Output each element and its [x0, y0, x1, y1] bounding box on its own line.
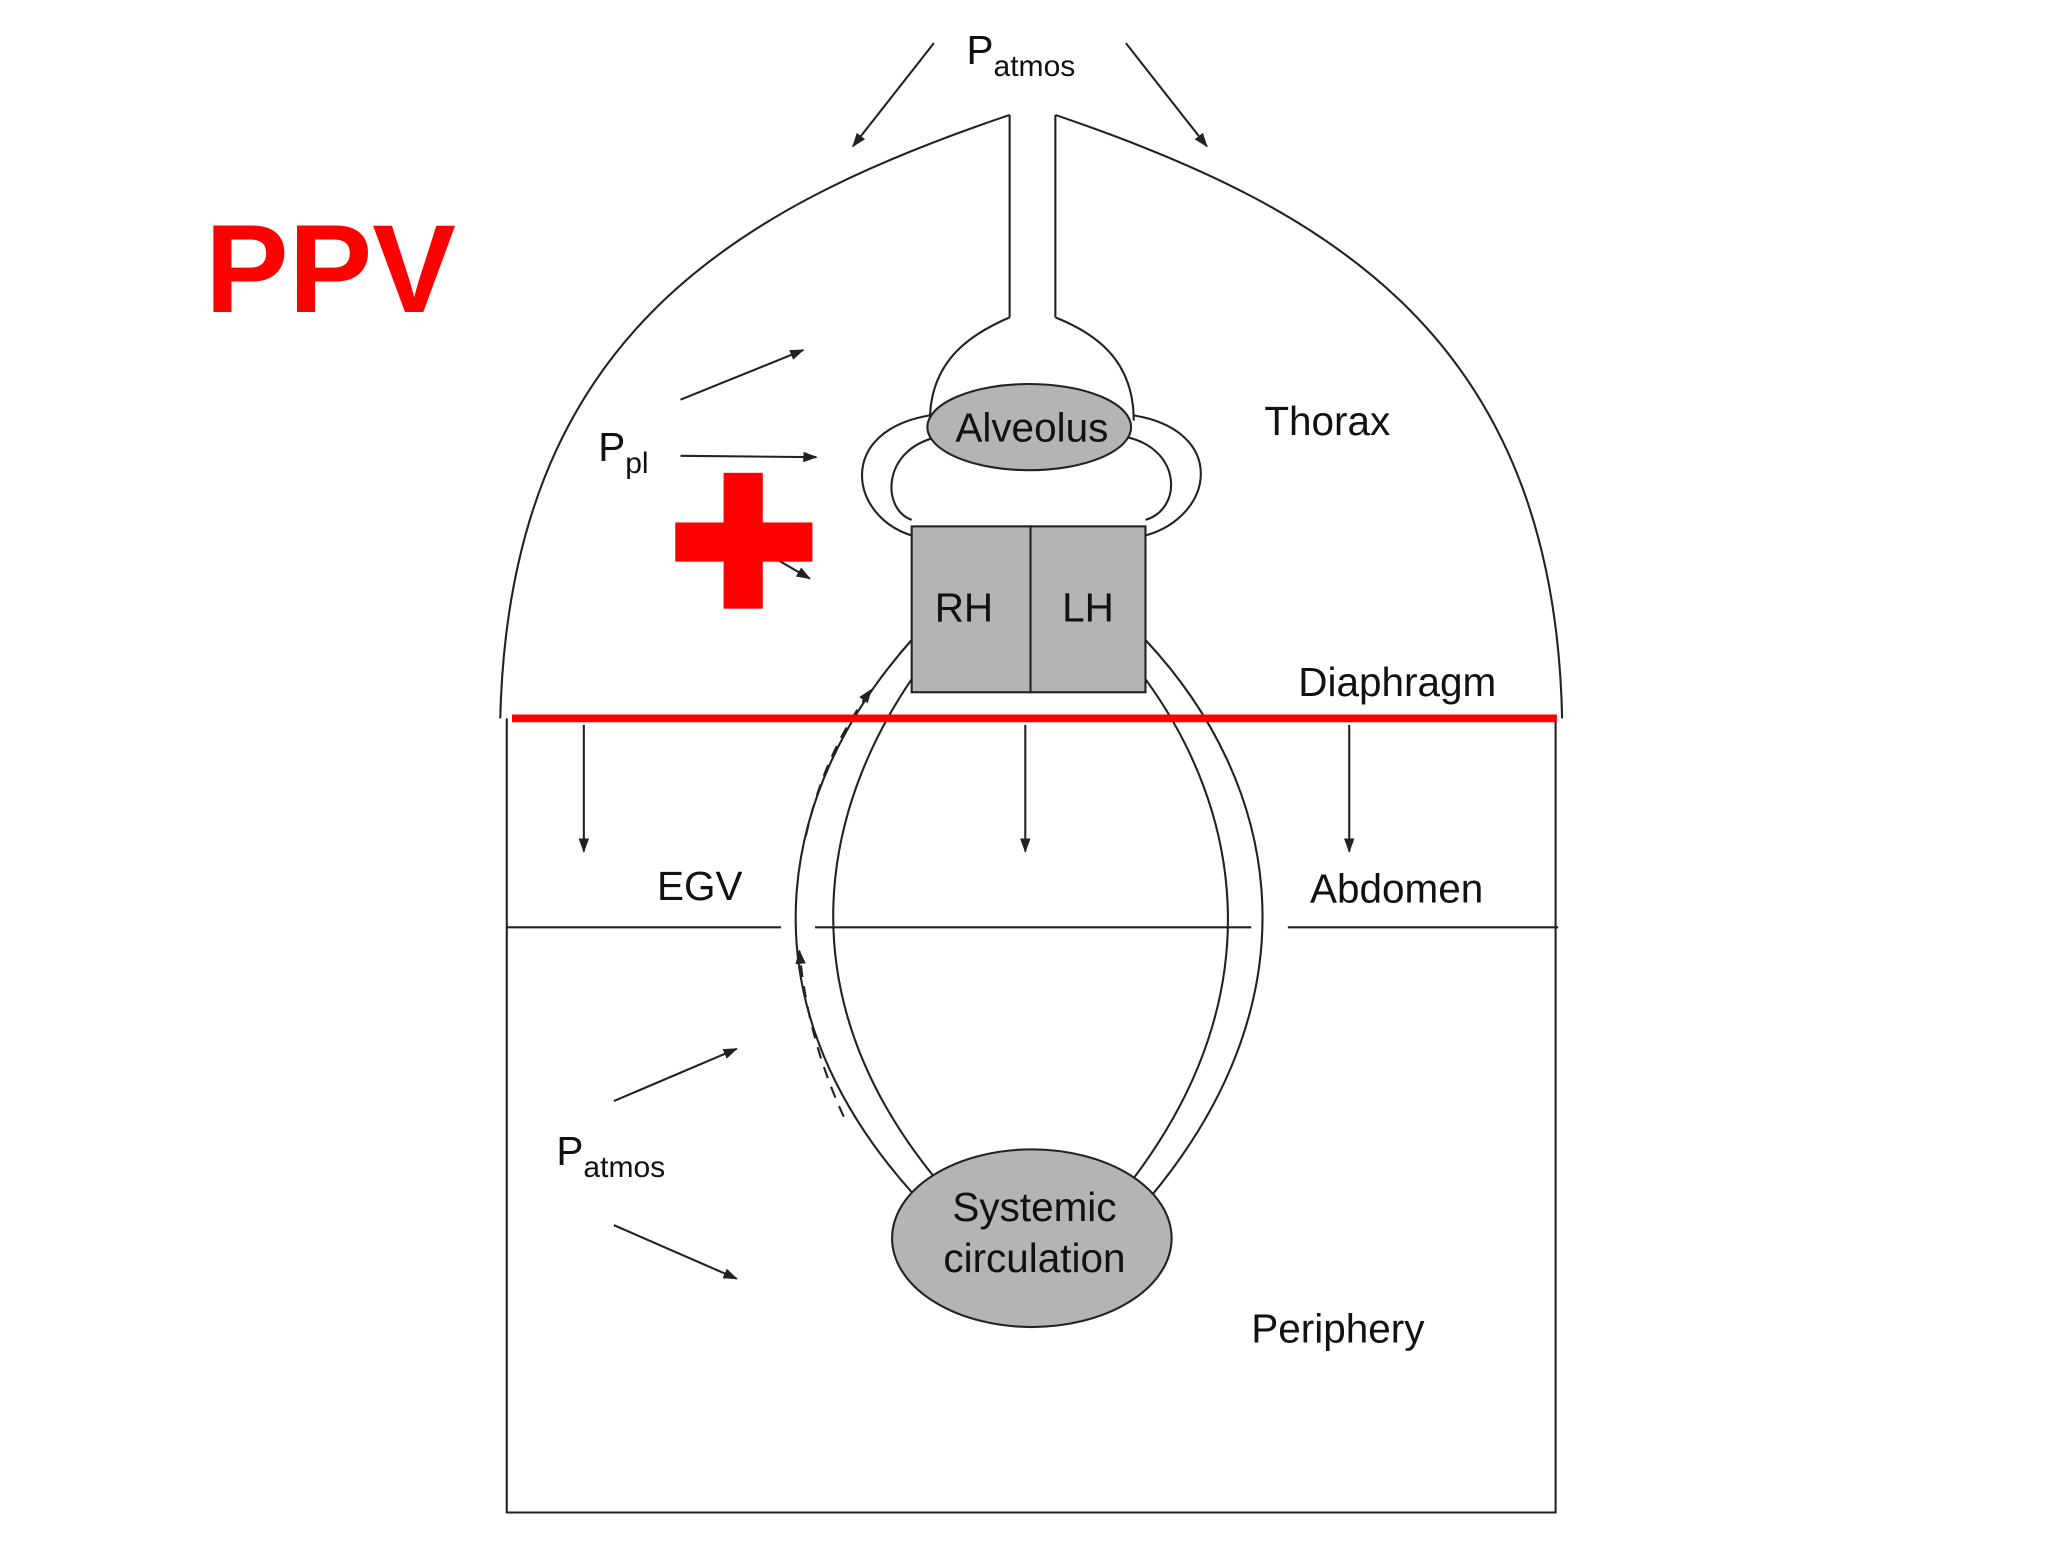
alveolus: Alveolus [926, 382, 1133, 472]
systemic-label-line1: Systemic [952, 1184, 1116, 1230]
venous-flow-arrows [795, 688, 873, 1118]
patmos-top-arrow-left [852, 42, 935, 148]
thorax-label: Thorax [1264, 398, 1390, 444]
arterial-outer [1144, 639, 1264, 1196]
compartment-boxes [505, 718, 1559, 1514]
pulmonary-circuit [860, 414, 1202, 537]
diaphragm-label: Diaphragm [1298, 659, 1496, 705]
patmos-bottom-arrow-1 [613, 1047, 738, 1103]
rh-label: RH [935, 585, 993, 631]
thorax-outline [499, 113, 1564, 719]
flow-arrow-upper [804, 688, 873, 837]
airway-bulb [928, 316, 1135, 421]
systemic-label-line2: circulation [943, 1235, 1125, 1281]
patmos-bottom-label: Patmos [556, 1128, 665, 1184]
patmos-top-arrow-right [1125, 42, 1208, 148]
venous-return-outer [794, 639, 916, 1196]
systemic-circuit [794, 639, 1264, 1196]
ppl-label: Ppl [598, 424, 648, 480]
abdomen-box [505, 718, 1557, 1514]
left-heart [1029, 525, 1147, 694]
flow-arrow-lower [795, 949, 845, 1118]
egv-label: EGV [657, 863, 742, 909]
patmos-top-label: Patmos [967, 27, 1076, 83]
ppl-arrow-2 [680, 451, 818, 463]
periphery-label: Periphery [1251, 1306, 1425, 1352]
arterial-inner [1132, 678, 1229, 1179]
venous-return-inner [832, 678, 936, 1179]
alveolus-label: Alveolus [955, 404, 1108, 450]
patmos-bottom-arrow-2 [613, 1224, 738, 1280]
ppv-title: PPV [205, 198, 456, 339]
right-heart [910, 525, 1032, 694]
abdomen-label: Abdomen [1310, 866, 1483, 912]
heart: RH LH [910, 525, 1147, 694]
plus-icon [675, 472, 813, 609]
ppl-arrow-1 [680, 349, 805, 401]
lh-label: LH [1062, 585, 1114, 631]
systemic-circulation: Systemic circulation [891, 1148, 1173, 1329]
